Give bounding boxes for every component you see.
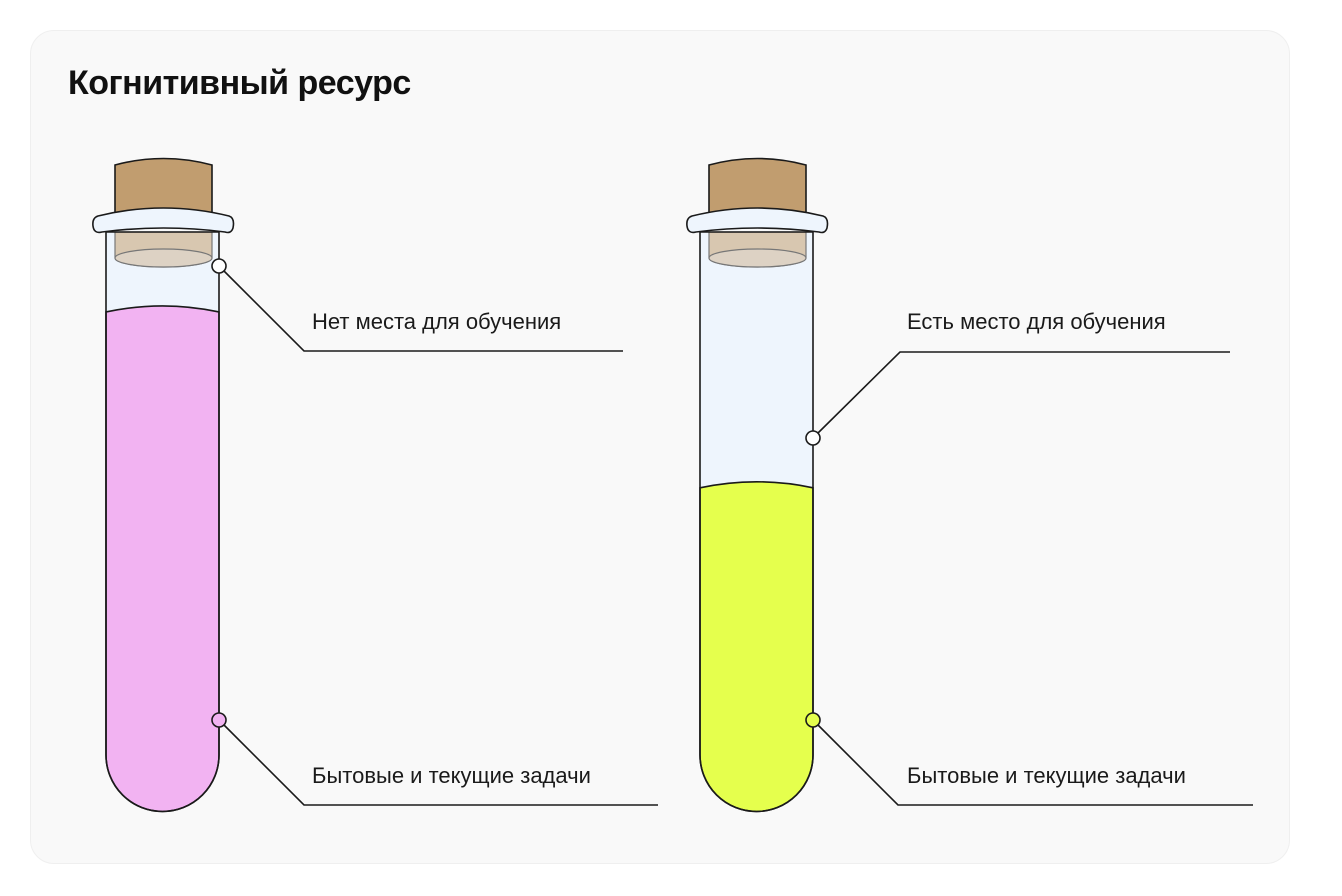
test-tube-partial — [686, 157, 829, 813]
label-has-room: Есть место для обучения — [907, 309, 1166, 334]
leader-line-top-1 — [223, 270, 623, 352]
diagram-card — [30, 30, 1290, 864]
marker-dot-top-1 — [211, 258, 227, 274]
liquid — [105, 305, 220, 813]
test-tube-full — [92, 157, 235, 813]
label-daily-tasks-1: Бытовые и текущие задачи — [312, 763, 591, 788]
leader-line-top-2 — [817, 351, 1230, 434]
leader-lines — [223, 270, 1253, 806]
leader-line-bottom-1 — [223, 724, 658, 806]
tube-outline — [699, 231, 814, 813]
label-no-room: Нет места для обучения — [312, 309, 562, 334]
liquid — [699, 481, 814, 813]
cork — [114, 157, 213, 216]
marker-dot-bottom-2 — [805, 712, 821, 728]
cork — [708, 157, 807, 216]
diagram-title: Когнитивный ресурс — [68, 64, 411, 102]
label-daily-tasks-2: Бытовые и текущие задачи — [907, 763, 1186, 788]
marker-dot-bottom-1 — [211, 712, 227, 728]
tube-rim — [686, 207, 829, 234]
tube-rim — [92, 207, 235, 234]
cork-bottom — [114, 248, 213, 268]
leader-line-bottom-2 — [817, 724, 1253, 806]
tube-outline — [105, 231, 220, 813]
marker-dot-top-2 — [805, 430, 821, 446]
cork-bottom — [708, 248, 807, 268]
